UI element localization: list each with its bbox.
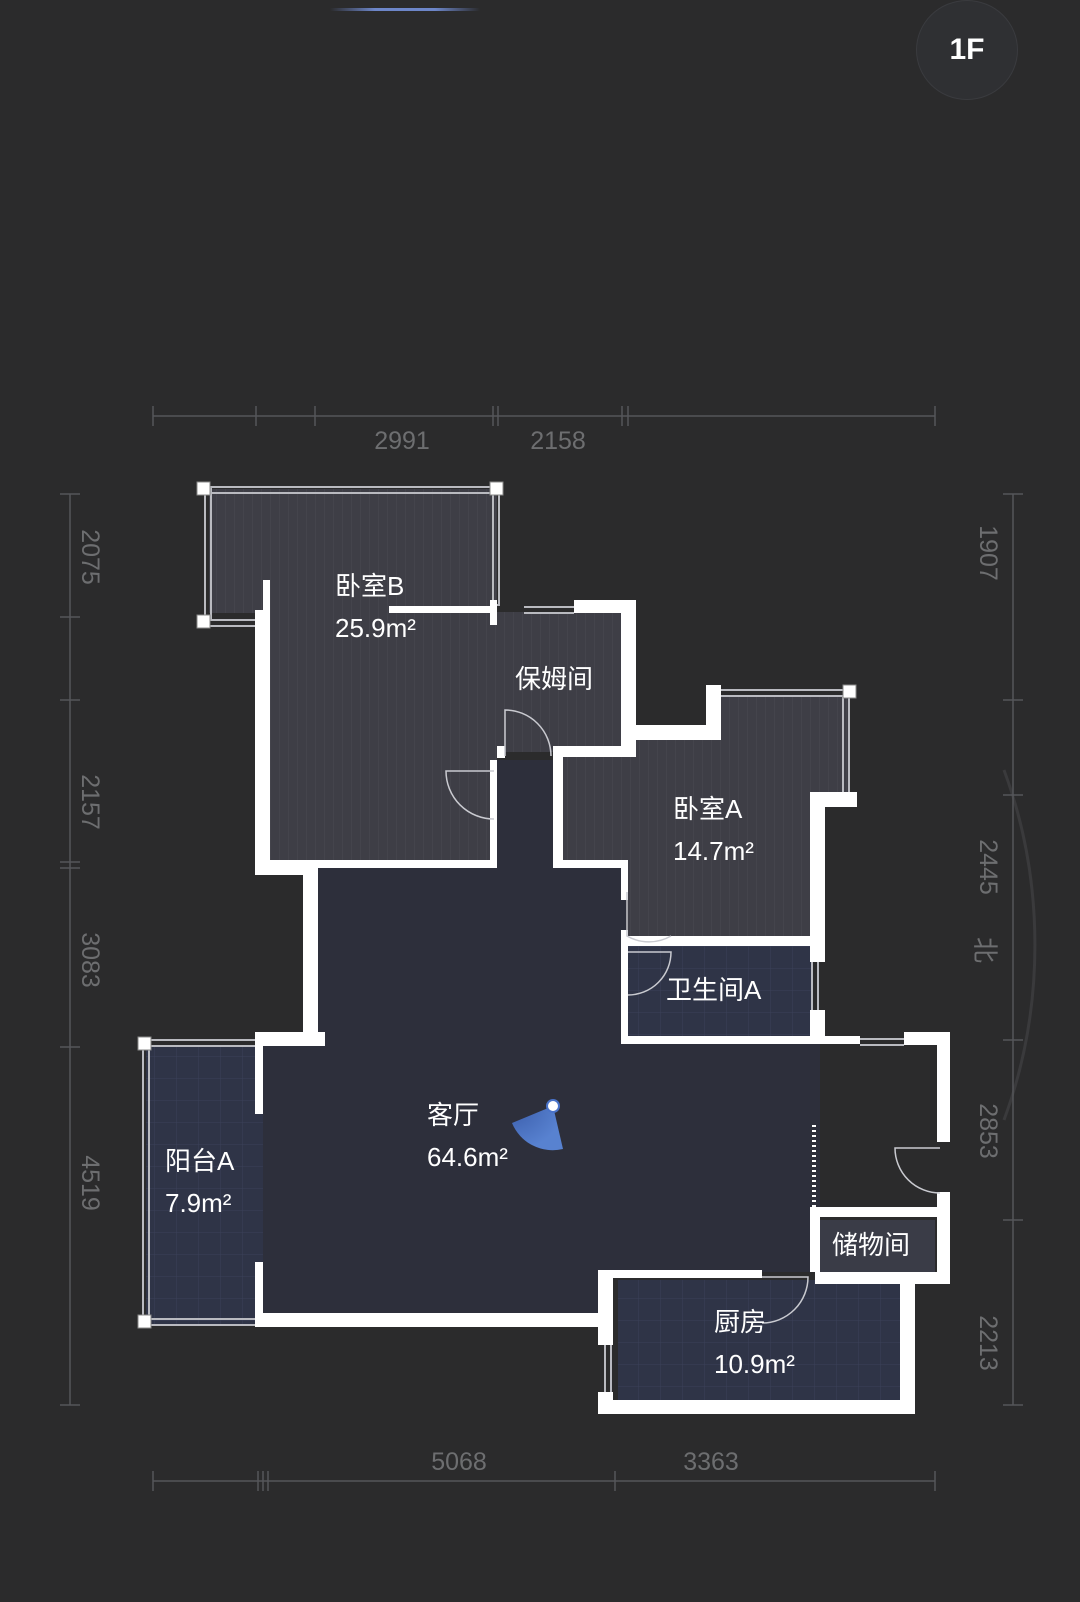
dim-top-2: 2158 [530, 427, 586, 455]
dim-left-3: 3083 [76, 932, 104, 988]
floor-selector-button[interactable]: 1F [916, 0, 1018, 100]
bedroom-b-name: 卧室B [335, 571, 404, 601]
dimension-lines [60, 406, 1023, 1491]
balcony-a-name: 阳台A [165, 1146, 235, 1176]
compass-arc [1002, 769, 1037, 1121]
bedroom-b-area: 25.9m² [335, 613, 416, 643]
kitchen-area: 10.9m² [714, 1349, 795, 1379]
dim-bottom-1: 5068 [431, 1448, 487, 1476]
storage-floor [818, 1220, 935, 1272]
bathroom-a-name: 卫生间A [666, 975, 762, 1005]
living-room-area: 64.6m² [427, 1142, 508, 1172]
kitchen-name: 厨房 [714, 1307, 766, 1337]
dim-left-1: 2075 [76, 529, 104, 585]
nanny-room-name: 保姆间 [515, 664, 593, 694]
nanny-room-floor [497, 612, 621, 752]
dim-left-4: 4519 [76, 1155, 104, 1211]
dim-right-2: 2445 [974, 839, 1002, 895]
camera-view-icon[interactable] [512, 1099, 563, 1151]
bedroom-a-area: 14.7m² [673, 836, 754, 866]
bathroom-a-floor [628, 946, 812, 1040]
kitchen-floor [618, 1280, 900, 1406]
window-lines [142, 486, 904, 1392]
dim-top-1: 2991 [374, 427, 430, 455]
bedroom-b-floor [270, 489, 497, 860]
living-room-name: 客厅 [427, 1100, 479, 1130]
window-corner-posts [137, 481, 857, 1329]
balcony-a-area: 7.9m² [165, 1188, 232, 1218]
balcony-a-floor [146, 1047, 263, 1325]
storage-name: 储物间 [832, 1230, 910, 1260]
living-room-floor [263, 760, 825, 1325]
dim-bottom-2: 3363 [683, 1448, 739, 1476]
door-swings [445, 709, 941, 1324]
floor-label: 1F [949, 33, 985, 66]
dim-right-1: 1907 [974, 525, 1002, 581]
bedroom-a-floor [563, 697, 848, 938]
bedroom-a-name: 卧室A [673, 794, 743, 824]
bedroom-b-bay-floor [209, 489, 270, 613]
dim-right-4: 2213 [974, 1315, 1002, 1371]
dim-right-3: 2853 [974, 1103, 1002, 1159]
top-indicator [330, 8, 480, 11]
north-icon: 北 [969, 937, 999, 963]
dim-left-2: 2157 [76, 774, 104, 830]
walls [255, 580, 950, 1414]
